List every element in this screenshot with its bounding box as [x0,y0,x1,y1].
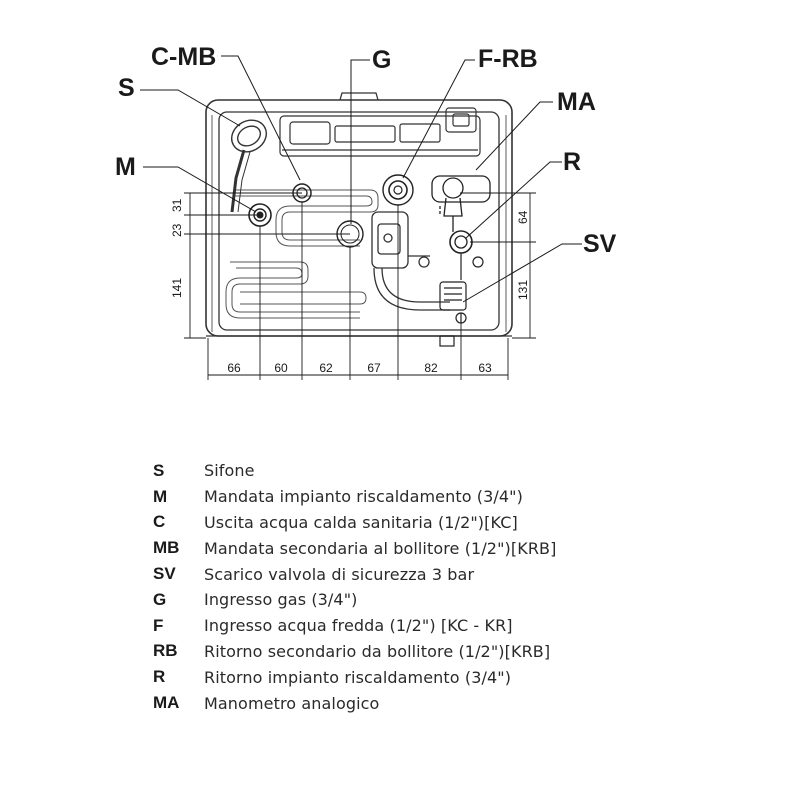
heat-exchanger-coil [225,189,379,319]
legend-code: MB [153,538,180,558]
legend-code: RB [153,641,178,661]
callout-m: M [115,153,136,181]
pressure-gauge [431,175,491,232]
legend-row: RB Ritorno secondario da bollitore (1/2")… [153,639,673,665]
left-vertical-dimensions [184,192,350,339]
legend-description: Ritorno secondario da bollitore (1/2")[K… [204,641,551,661]
control-module [279,107,481,157]
dim-v-left-2: 31 [170,198,184,212]
legend-code: F [153,615,164,635]
legend-row: M Mandata impianto riscaldamento (3/4") [153,484,673,510]
callout-sv: SV [583,230,617,258]
callout-c-mb: C-MB [151,43,216,71]
callout-f-rb: F-RB [478,45,538,73]
dim-h-3: 62 [319,361,333,375]
diagram-svg: S C-MB G F-RB MA M R SV 66 60 62 67 82 6… [115,43,617,380]
dim-h-2: 60 [274,361,288,375]
siphon [230,119,267,213]
legend-description: Mandata secondaria al bollitore (1/2")[K… [204,538,557,558]
callout-g: G [372,46,391,74]
legend-description: Uscita acqua calda sanitaria (1/2")[KC] [204,512,518,532]
legend-row: C Uscita acqua calda sanitaria (1/2")[KC] [153,510,673,536]
legend-description: Ingresso acqua fredda (1/2") [KC - KR] [204,616,513,636]
dim-h-4: 67 [367,361,381,375]
legend-row: MA Manometro analogico [153,690,673,716]
legend-code: G [153,589,167,609]
legend-code: S [153,460,165,480]
dim-v-left-1: 23 [170,223,184,237]
dim-v-right-1: 64 [516,210,530,224]
legend-row: F Ingresso acqua fredda (1/2") [KC - KR] [153,613,673,639]
legend: S Sifone M Mandata impianto riscaldamento … [153,458,673,716]
boiler-connection-diagram: S C-MB G F-RB MA M R SV 66 60 62 67 82 6… [115,43,617,380]
legend-description: Sifone [204,461,255,481]
legend-code: SV [153,564,176,584]
dim-v-left-3: 141 [170,278,184,298]
callout-r: R [563,148,581,176]
dim-h-5: 82 [424,361,438,375]
legend-code: R [153,667,166,687]
callout-s: S [118,74,135,102]
legend-row: MB Mandata secondaria al bollitore (1/2")… [153,535,673,561]
boiler-body [205,92,513,337]
legend-row: S Sifone [153,458,673,484]
legend-row: G Ingresso gas (3/4") [153,587,673,613]
legend-description: Mandata impianto riscaldamento (3/4") [204,487,523,507]
legend-code: MA [153,693,180,713]
safety-valve [439,256,484,324]
callout-ma: MA [557,88,596,116]
legend-description: Ritorno impianto riscaldamento (3/4") [204,667,512,687]
legend-description: Ingresso gas (3/4") [204,590,358,610]
legend-description: Scarico valvola di sicurezza 3 bar [204,564,475,584]
legend-row: R Ritorno impianto riscaldamento (3/4") [153,664,673,690]
dim-h-6: 63 [478,361,492,375]
legend-code: C [153,512,166,532]
legend-description: Manometro analogico [204,693,380,713]
gas-valve [371,211,450,311]
callout-leaders [140,55,582,303]
legend-code: M [153,486,168,506]
right-vertical-dimensions [460,192,536,339]
horizontal-dimensions [207,202,509,380]
legend-row: SV Scarico valvola di sicurezza 3 bar [153,561,673,587]
fitting-r [449,230,473,280]
dim-v-right-2: 131 [516,280,530,300]
dim-h-1: 66 [227,361,241,375]
fitting-f-rb [382,174,414,206]
